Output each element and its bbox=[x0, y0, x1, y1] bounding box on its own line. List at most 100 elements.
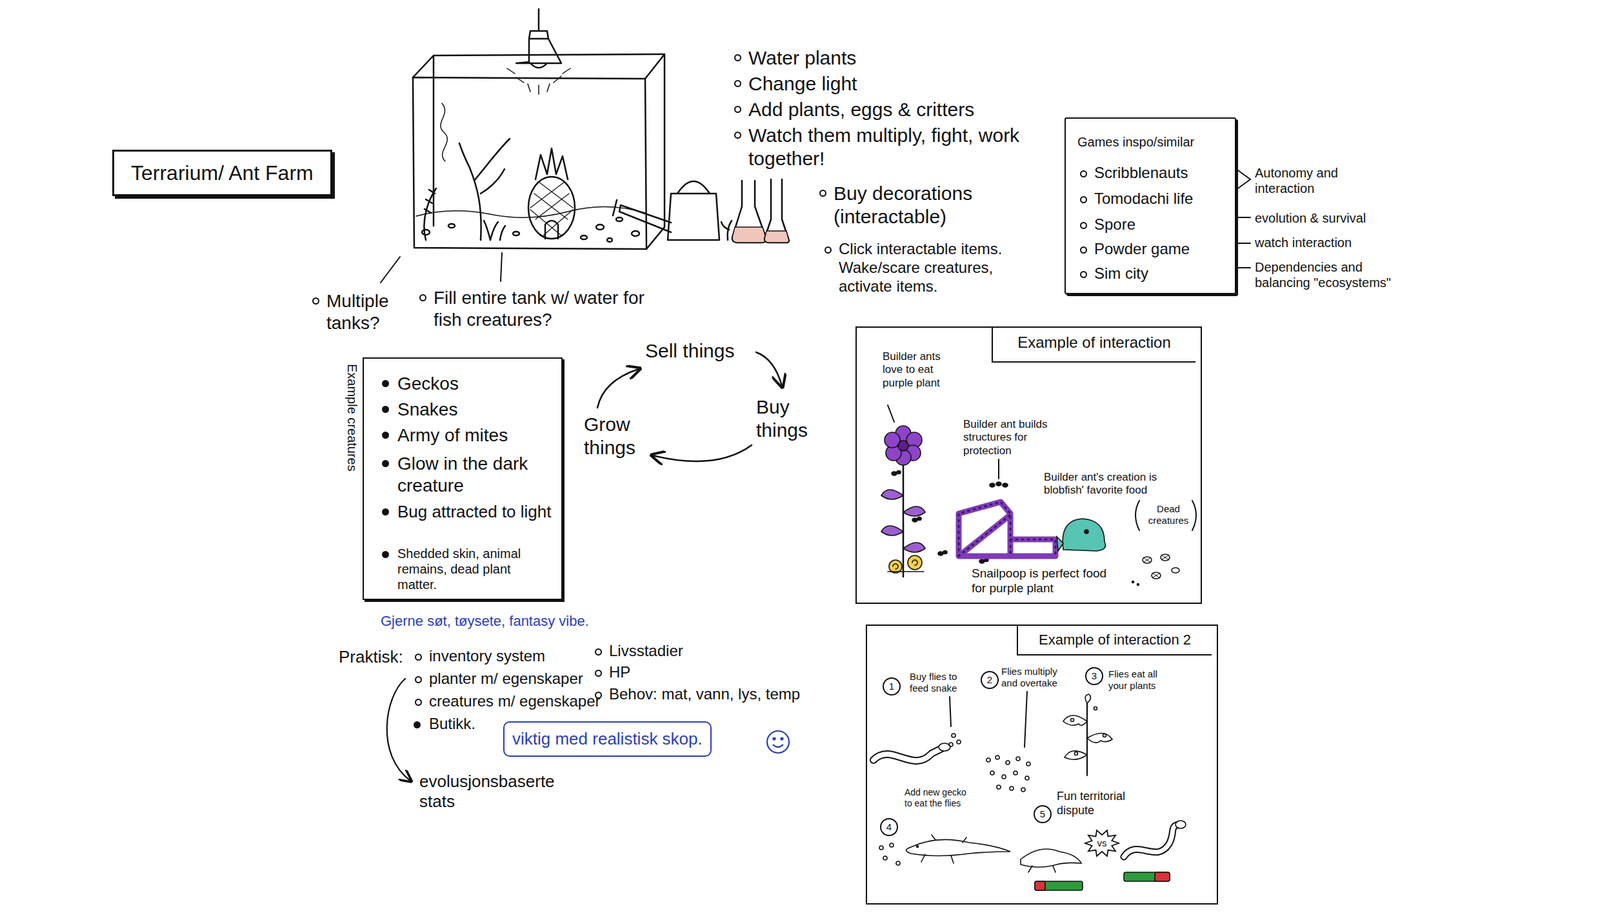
note-text: Livsstadier bbox=[609, 641, 751, 661]
interaction-illustration-part bbox=[979, 559, 985, 564]
node-text: Fun territorial dispute bbox=[1056, 789, 1155, 818]
terrarium-tank-part bbox=[580, 235, 588, 240]
interaction-illustration-part bbox=[998, 459, 1000, 479]
interaction-illustration-part bbox=[912, 518, 918, 522]
interaction-2-illustration-part bbox=[1086, 703, 1088, 776]
interaction-2-illustration-part bbox=[1064, 750, 1088, 760]
interaction-2-illustration-part bbox=[1103, 734, 1107, 738]
title-box: Terrarium/ Ant Farm bbox=[112, 149, 333, 197]
node-text: Geckos bbox=[397, 372, 553, 395]
node-text: Tomodachi life bbox=[1094, 189, 1230, 209]
interaction-2-illustration-part bbox=[1034, 881, 1046, 891]
node-text: Add new gecko to eat the flies bbox=[904, 787, 972, 810]
interaction-2-illustration-part bbox=[1020, 849, 1082, 868]
interaction-illustration-part bbox=[1160, 554, 1170, 561]
games-box: Games inspo/similarScribblenautsTomodach… bbox=[1064, 117, 1237, 295]
terrarium-tank-part bbox=[732, 227, 767, 243]
interaction-2-illustration-part bbox=[990, 770, 995, 775]
heading-text: Games inspo/similar bbox=[1077, 134, 1230, 150]
node-text: Sim city bbox=[1094, 264, 1230, 284]
node-text: Dead creatures bbox=[1143, 503, 1194, 527]
interaction-2-illustration-part bbox=[1009, 786, 1014, 791]
interaction-illustration-part bbox=[912, 560, 918, 566]
interaction-2-illustration-part bbox=[1123, 824, 1180, 857]
node-text: Terrarium/ Ant Farm bbox=[130, 160, 314, 186]
interaction-2-illustration-part bbox=[1021, 787, 1026, 792]
interaction-illustration-part bbox=[1171, 567, 1180, 573]
interaction-2-illustration-part bbox=[1016, 756, 1020, 761]
terrarium-tank-part bbox=[412, 54, 665, 250]
interaction-illustration-part bbox=[1132, 581, 1135, 584]
interaction-2-illustration-part bbox=[1123, 824, 1180, 857]
note-text: planter m/ egenskaper bbox=[429, 669, 605, 689]
interaction-illustration-part bbox=[917, 517, 922, 521]
terrarium-tank-part bbox=[516, 9, 562, 68]
node-text: 3 bbox=[1091, 670, 1097, 682]
node-text: Builder ant's creation is blobfish' favo… bbox=[1043, 470, 1193, 498]
cycle-arrows-part bbox=[756, 352, 782, 386]
terrarium-tank-part bbox=[423, 188, 437, 240]
interaction-illustration-part bbox=[1161, 554, 1170, 560]
interaction-illustration-part bbox=[881, 489, 904, 500]
node-text: 2 bbox=[987, 674, 993, 686]
interaction-illustration-part bbox=[938, 551, 944, 556]
interaction-2-illustration-part bbox=[1034, 881, 1083, 891]
interaction-2-illustration-part bbox=[1063, 715, 1088, 726]
node-text: Army of mites bbox=[397, 424, 553, 447]
note-text: Buy decorations (interactable) bbox=[833, 181, 1002, 229]
note-text: Multiple tanks? bbox=[326, 290, 411, 334]
terrarium-tank-part bbox=[448, 223, 455, 228]
terrarium-tank-part bbox=[616, 217, 623, 222]
leader-lines-part bbox=[380, 256, 400, 283]
leader-lines-part bbox=[1237, 217, 1251, 268]
node-text: Snailpoop is perfect food for purple pla… bbox=[971, 566, 1111, 597]
node-text: Powder game bbox=[1094, 240, 1230, 259]
interaction-2-illustration-part bbox=[873, 748, 942, 761]
leader-lines-part bbox=[500, 252, 502, 282]
interaction-2-illustration-part bbox=[949, 696, 951, 727]
interaction-illustration-part bbox=[1151, 572, 1161, 579]
interaction-illustration-part bbox=[1062, 518, 1106, 551]
node-text: Builder ants love to eat purple plant bbox=[882, 350, 955, 390]
cycle-arrows-part bbox=[652, 445, 752, 462]
interaction-illustration-part bbox=[989, 483, 995, 488]
interaction-2-illustration-part bbox=[879, 845, 884, 850]
smiley-part bbox=[767, 730, 790, 753]
vs-burst: vs bbox=[1083, 828, 1120, 859]
interaction-2-illustration-part bbox=[1074, 752, 1079, 756]
note-text: Fill entire tank w/ water for fish creat… bbox=[433, 287, 670, 331]
step-number: 1 bbox=[882, 677, 901, 696]
praktisk-bracket bbox=[387, 678, 411, 781]
interaction-illustration-part bbox=[881, 525, 904, 536]
interaction-2-illustration-part bbox=[1025, 776, 1030, 780]
creatures-box: Example creaturesGeckosSnakesArmy of mit… bbox=[362, 357, 563, 600]
interaction-2-illustration-part bbox=[1013, 770, 1018, 775]
interaction-2-illustration-part bbox=[1094, 707, 1098, 711]
interaction-illustration-part bbox=[887, 405, 895, 422]
burst-shape bbox=[1085, 830, 1119, 857]
cycle-arrows-part bbox=[597, 369, 639, 408]
heading-text: Example of interaction 2 bbox=[1016, 624, 1212, 656]
interaction-illustration-part bbox=[1137, 583, 1140, 586]
interaction-2-illustration-part bbox=[1001, 774, 1006, 779]
interaction-illustration-part bbox=[1135, 500, 1197, 531]
node-text: Flies eat all your plants bbox=[1108, 668, 1173, 692]
interaction-illustration bbox=[881, 405, 1197, 586]
interaction-illustration-part bbox=[898, 440, 909, 451]
terrarium-tank-part bbox=[412, 77, 647, 250]
terrarium-tank-part bbox=[631, 230, 640, 237]
note-text: Grow things bbox=[583, 412, 649, 460]
interaction-illustration-part bbox=[887, 570, 924, 573]
note-text: evolution & survival bbox=[1254, 210, 1417, 226]
step-number: 2 bbox=[980, 670, 999, 690]
interaction-illustration-part bbox=[943, 550, 948, 555]
interaction-2-illustration-part bbox=[1026, 761, 1031, 766]
note-text: Dependencies and balancing "ecosystems" bbox=[1254, 259, 1410, 291]
note-text: Buy things bbox=[756, 395, 828, 442]
terrarium-tank-part bbox=[732, 180, 767, 243]
note-text: watch interaction bbox=[1254, 234, 1417, 251]
note-text: HP bbox=[609, 663, 751, 682]
leader-lines bbox=[380, 169, 1251, 283]
terrarium-tank-part bbox=[545, 220, 559, 239]
interaction-illustration-part bbox=[958, 501, 1056, 557]
